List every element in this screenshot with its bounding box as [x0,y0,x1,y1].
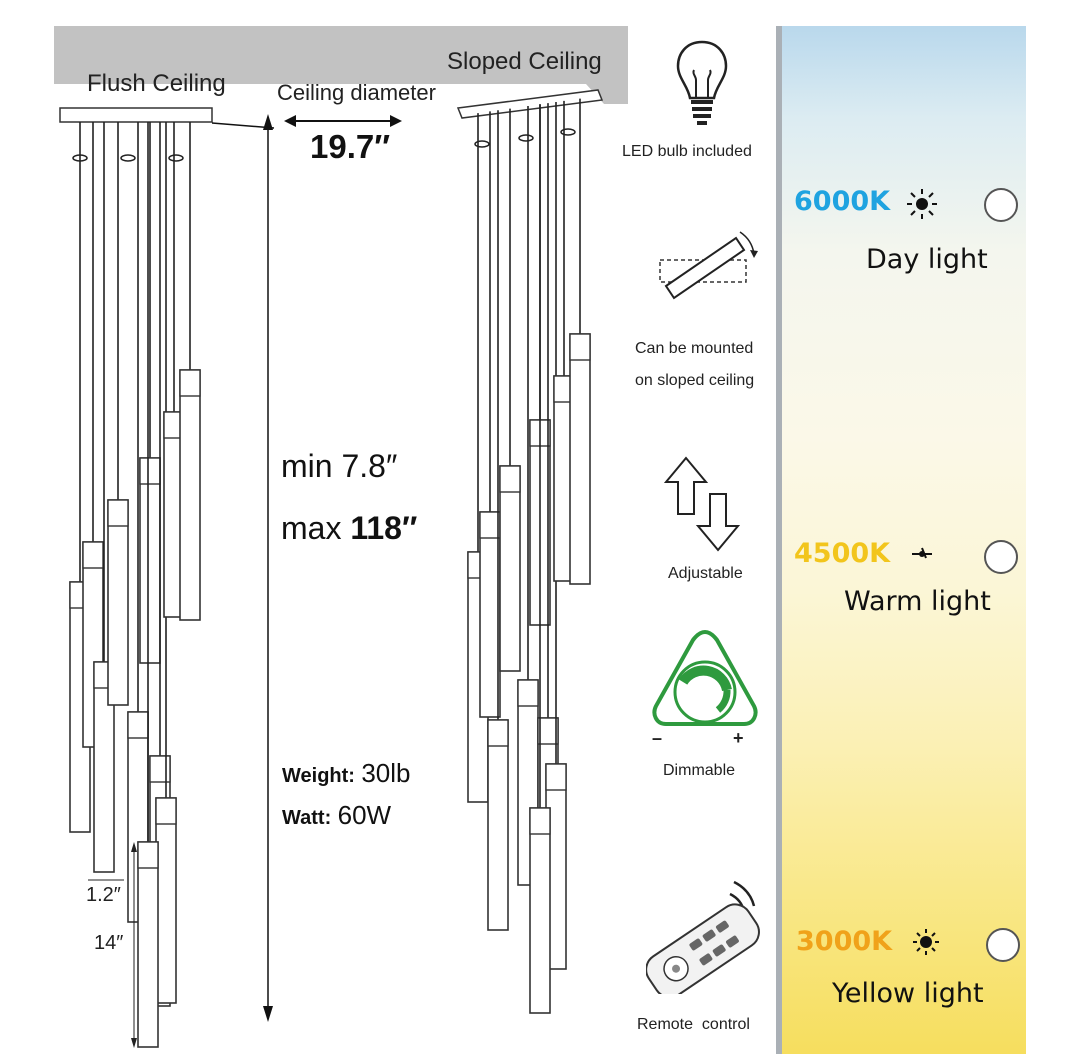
pendant-tube-cap [139,457,161,485]
sloped-mount-label-2: on sloped ceiling [635,372,755,389]
pendant-tube [155,797,177,1004]
pendant-tube [479,511,501,718]
max-prefix: max [281,510,342,546]
warm-light-label: Warm light [844,586,991,617]
pendant-tube-cap [487,719,509,747]
cord-connector [72,154,88,162]
cord-connector [560,128,576,136]
pendant-tube [499,465,521,672]
sun-bright-icon [907,189,937,219]
min-prefix: min [281,448,333,484]
sloped-pendant-group [467,98,591,1014]
dimmer-plus: + [733,728,744,748]
temp-3000k-knob [986,928,1020,962]
panel-edge [776,26,782,1054]
min-height: min 7.8″ [281,448,397,485]
pendant-tube-cap [155,797,177,825]
watt-value: 60W [337,800,392,830]
temp-4500k-knob [984,540,1018,574]
remote-control-icon [646,880,760,994]
temp-6000k-knob [984,188,1018,222]
cord-connector [518,134,534,142]
flush-pendant-group [69,122,201,1048]
pendant-tube-cap [537,717,559,745]
ceiling-band [54,26,628,104]
day-light-label: Day light [866,244,988,275]
temp-3000k: 3000K [796,926,893,957]
yellow-light-label: Yellow light [832,978,984,1009]
ceiling-diameter-label: Ceiling diameter [277,80,436,105]
sloped-ceiling-label: Sloped Ceiling [447,48,602,75]
remote-control-label: Remote control [637,1016,750,1033]
pendant-tube-cap [479,511,501,539]
pendant-tube [179,369,201,621]
max-height: max 118″ [281,510,417,547]
pendant-tube-cap [107,499,129,527]
watt-label: Watt: [282,807,332,829]
pendant-tube-cap [499,465,521,493]
max-value: 118″ [350,510,418,546]
min-value: 7.8″ [341,448,398,484]
tube-width-label: 1.2″ [86,884,121,906]
sloped-canopy [456,89,604,119]
pendant-tube-cap [137,841,159,869]
pendant-tube [137,841,159,1048]
pendant-tube-cap [127,711,149,739]
pendant-tube-cap [517,679,539,707]
weight-spec: Weight: 30lb [282,758,411,789]
pendant-tube [107,499,129,706]
pendant-tube-cap [569,333,591,361]
tube-length-label: 14″ [94,932,124,954]
pendant-tube [569,333,591,585]
pendant-tube-cap [82,541,104,569]
cord-connector [474,140,490,148]
dimmer-minus: – [652,728,663,748]
sun-dim-icon [913,929,939,955]
diameter-value: 19.7″ [310,128,391,165]
temp-6000k: 6000K [794,186,891,217]
watt-spec: Watt: 60W [282,800,391,831]
up-down-arrows-icon [664,456,740,552]
pendant-tube [487,719,509,931]
flush-ceiling-label: Flush Ceiling [87,70,226,97]
pendant-tube-cap [545,763,567,791]
temp-4500k: 4500K [794,538,891,569]
pendant-tube-cap [529,807,551,835]
cord-connector [120,154,136,162]
flush-canopy [59,107,213,123]
sloped-mount-label-1: Can be mounted [635,340,754,357]
led-bulb-label: LED bulb included [622,143,752,160]
pendant-tube [139,457,161,664]
weight-label: Weight: [282,765,355,787]
sun-medium-icon [912,547,932,559]
sloped-mount-icon [659,231,758,300]
pendant-tube-cap [179,369,201,397]
dimmable-label: Dimmable [663,762,736,779]
pendant-tube-cap [149,755,171,783]
adjustable-label: Adjustable [668,565,743,582]
light-bulb-icon [676,40,728,125]
dimmer-icon [652,629,758,726]
weight-value: 30lb [361,758,411,788]
cord-connector [168,154,184,162]
pendant-tube [529,807,551,1014]
